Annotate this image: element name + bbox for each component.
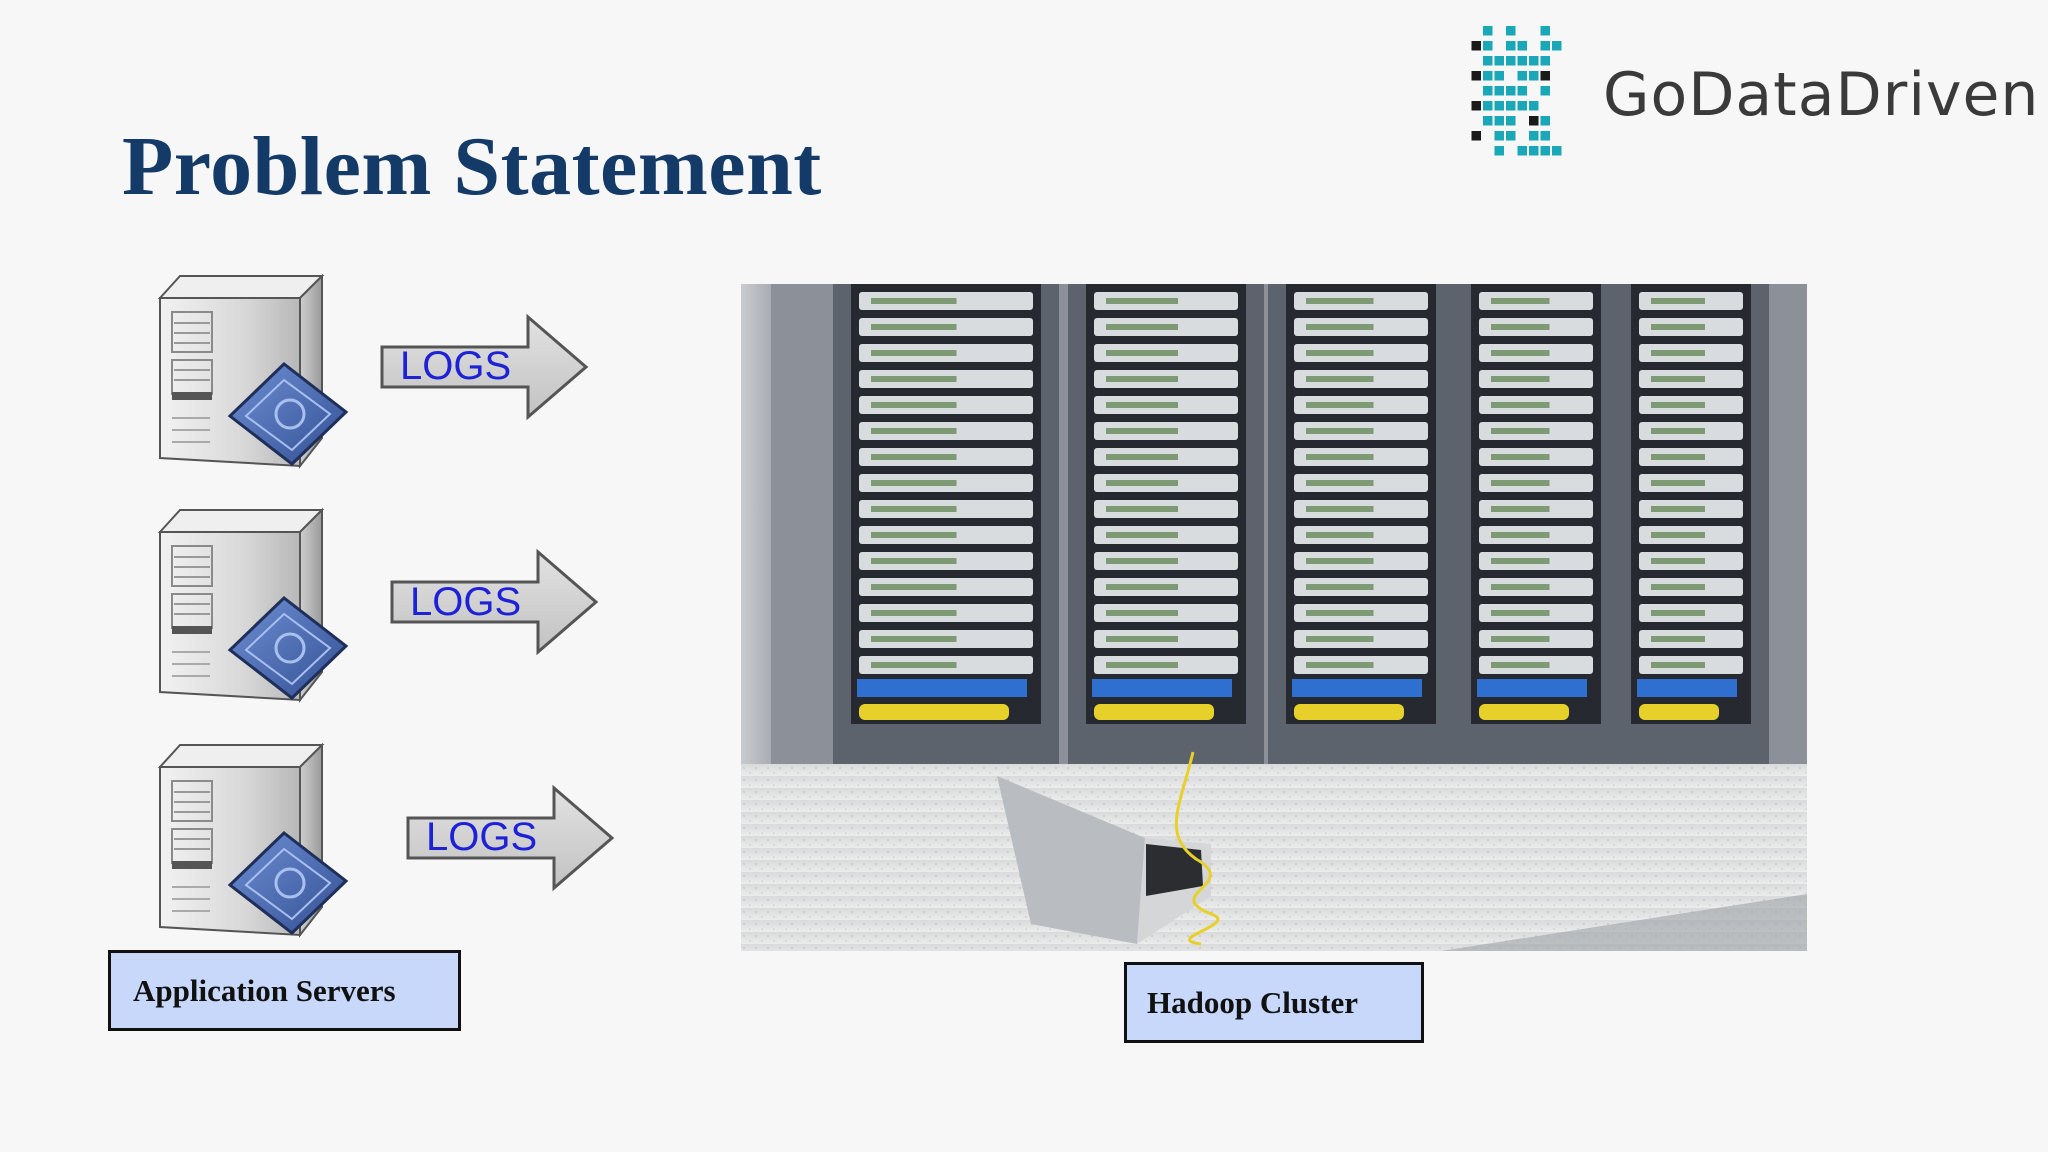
application-server-icon — [158, 743, 348, 937]
server-racks-photo — [741, 284, 1807, 951]
logs-arrow-label: LOGS — [410, 580, 522, 624]
logo-wordmark: GoDataDriven — [1603, 60, 2040, 130]
company-logo: GoDataDriven — [1458, 22, 2048, 167]
slide-title: Problem Statement — [122, 120, 822, 213]
application-server-icon — [158, 274, 348, 468]
hadoop-cluster-caption: Hadoop Cluster — [1124, 962, 1424, 1043]
logs-arrow-label: LOGS — [426, 815, 538, 859]
application-servers-caption: Application Servers — [108, 950, 461, 1031]
logs-arrow-label: LOGS — [400, 344, 512, 388]
application-server-icon — [158, 508, 348, 702]
logo-mark-icon — [1471, 26, 1562, 156]
